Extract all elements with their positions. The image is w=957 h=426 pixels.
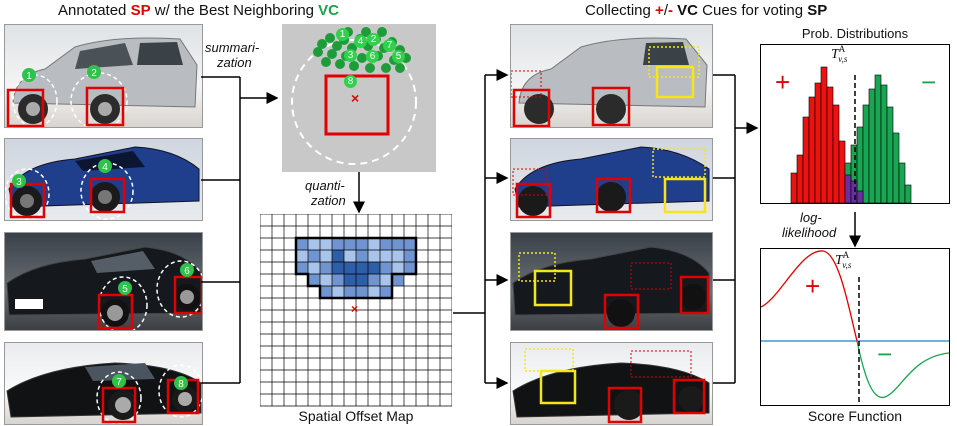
score-curve [760, 250, 950, 405]
offset-grid [259, 213, 453, 407]
marker-5: 5 [122, 284, 128, 295]
grid-cell [356, 250, 368, 262]
grid-cell [380, 286, 392, 298]
left-header: Annotated SP w/ the Best Neighboring VC [58, 2, 340, 19]
grid-cell [344, 250, 356, 262]
grid-cell [368, 250, 380, 262]
car-photo-4: 7 8 [4, 342, 203, 425]
grid-cell [296, 238, 308, 250]
summary-marker-3: 3 [344, 49, 357, 62]
cross-icon: × [351, 90, 360, 106]
grid-cell [308, 238, 320, 250]
vote-photo-2 [510, 138, 713, 221]
threshold-label: TAv,s [835, 250, 852, 270]
grid-cell [380, 262, 392, 274]
grid-cell [356, 274, 368, 286]
grid-cell [392, 250, 404, 262]
vote-photo-4 [510, 342, 713, 425]
marker-1: 1 [26, 71, 32, 82]
marker-7: 7 [116, 377, 122, 388]
grid-cell [404, 262, 416, 274]
score-function-chart: TAv,s + − [760, 248, 950, 406]
grid-cell [368, 262, 380, 274]
grid-cell [320, 262, 332, 274]
grid-cell [380, 238, 392, 250]
grid-cell [368, 238, 380, 250]
summary-marker-4: 4 [354, 35, 367, 48]
minus-sign: − [877, 339, 893, 369]
plus-sign: + [775, 67, 791, 97]
grid-cell [380, 274, 392, 286]
grid-cell [368, 274, 380, 286]
marker-6: 6 [184, 266, 190, 277]
minus-sign: − [921, 67, 937, 97]
grid-cell [344, 262, 356, 274]
log-likelihood-label: log- likelihood [782, 210, 837, 240]
summary-marker-8: 8 [344, 75, 357, 88]
grid-cell [392, 262, 404, 274]
grid-cell [332, 274, 344, 286]
grid-cell [344, 286, 356, 298]
grid-cell [332, 286, 344, 298]
grid-cell [404, 250, 416, 262]
grid-cell [356, 262, 368, 274]
summary-marker-5: 5 [392, 50, 405, 63]
summary-marker-2: 2 [367, 33, 380, 46]
marker-8: 8 [178, 379, 184, 390]
grid-cell [344, 238, 356, 250]
prob-distributions-title: Prob. Distributions [801, 26, 909, 41]
marker-4: 4 [102, 162, 108, 173]
grid-cell [296, 262, 308, 274]
marker-2: 2 [91, 68, 97, 79]
grid-cell [356, 286, 368, 298]
grid-cell [380, 250, 392, 262]
threshold-label: TAv,s [831, 44, 848, 64]
car-illustration: 7 8 [6, 362, 202, 424]
summarization-label: summari- zation [205, 40, 260, 70]
plus-sign: + [805, 271, 821, 301]
grid-cell [308, 274, 320, 286]
car-photo-3: 5 6 [4, 232, 203, 331]
summary-marker-6: 6 [366, 50, 379, 63]
car-illustration [511, 37, 708, 127]
car-illustration: 1 2 [6, 37, 198, 127]
spatial-offset-map: × [259, 213, 453, 407]
grid-cell [392, 274, 404, 286]
grid-cell [332, 262, 344, 274]
grid-cell [332, 238, 344, 250]
grid-cell [320, 250, 332, 262]
right-header: Collecting +/- VC Cues for voting SP [585, 2, 828, 19]
car-illustration [512, 246, 710, 330]
grid-cell [404, 238, 416, 250]
grid-cell [308, 262, 320, 274]
grid-cell [308, 250, 320, 262]
vote-photo-1 [510, 24, 713, 128]
car-illustration [512, 348, 710, 424]
summary-panel: 1 2 3 4 5 6 7 8 × [282, 24, 436, 172]
score-function-caption: Score Function [807, 408, 903, 424]
grid-cell [320, 274, 332, 286]
car-photo-1: 1 2 [4, 24, 203, 128]
grid-cell [320, 286, 332, 298]
prob-distributions-chart: TAv,s + − [760, 44, 950, 204]
marker-3: 3 [16, 177, 22, 188]
car-illustration: 3 4 [5, 146, 200, 220]
cross-icon: × [351, 302, 359, 316]
grid-cell [368, 286, 380, 298]
quantization-label: quanti- zation [305, 178, 346, 208]
car-illustration: 5 6 [6, 246, 202, 330]
grid-cell [332, 250, 344, 262]
vote-photo-3 [510, 232, 713, 331]
summary-marker-1: 1 [336, 28, 349, 41]
spatial-offset-map-caption: Spatial Offset Map [298, 408, 414, 424]
car-illustration [512, 146, 710, 219]
grid-cell [392, 238, 404, 250]
grid-cell [356, 238, 368, 250]
car-photo-2: 3 4 [4, 138, 203, 221]
grid-cell [296, 250, 308, 262]
grid-cell [344, 274, 356, 286]
grid-cell [320, 238, 332, 250]
summary-marker-7: 7 [383, 39, 396, 52]
